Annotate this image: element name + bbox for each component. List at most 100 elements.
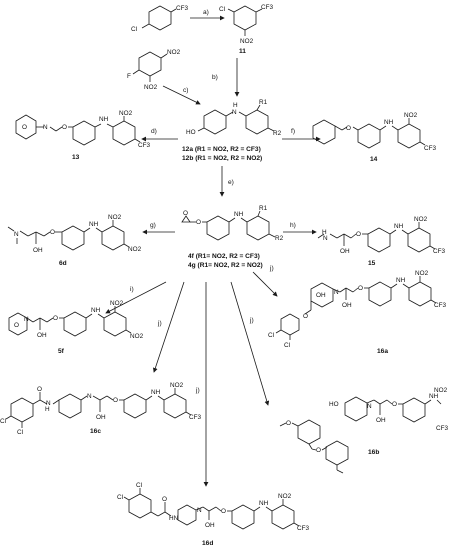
atom-h: H: [233, 102, 238, 109]
reagent-label-e: e): [228, 179, 234, 186]
atom-o: O: [14, 322, 19, 329]
atom-nh: NH: [396, 277, 406, 284]
structure-16d: [123, 488, 300, 530]
arrow-step-c: [162, 85, 201, 105]
atom-h: H: [45, 406, 50, 413]
atom-nh: NH: [91, 307, 101, 314]
reagent-label-c: c): [183, 87, 189, 94]
atom-r2: R2: [273, 130, 282, 137]
atom-no2: NO2: [119, 110, 133, 117]
atom-no2: NO2: [128, 246, 142, 253]
structure-fluoro-dinitrobenzene: [132, 51, 168, 82]
atom-r2: R2: [275, 235, 284, 242]
atom-n: N: [197, 507, 202, 514]
atom-o: O: [221, 508, 226, 515]
compound-label-15: 15: [368, 260, 376, 267]
atom-no2: NO2: [414, 216, 428, 223]
atom-o: O: [356, 231, 361, 238]
atom-o: O: [392, 401, 397, 408]
compound-label-16d: 16d: [202, 540, 213, 547]
structure-4-epoxide: [181, 210, 276, 241]
reagent-label-h: h): [290, 222, 296, 229]
atom-no2: NO2: [144, 84, 158, 91]
structure-13: [15, 114, 141, 146]
atom-oh: OH: [205, 522, 215, 529]
atom-o: O: [50, 229, 55, 236]
atom-cf3: CF3: [189, 414, 202, 421]
atom-nh: NH: [384, 119, 394, 126]
reagent-label-i: i): [130, 286, 134, 293]
atom-r1: R1: [259, 99, 268, 106]
atom-cl: Cl: [136, 482, 142, 489]
atom-cf3: CF3: [261, 4, 274, 11]
atom-r1: R1: [259, 205, 268, 212]
atom-cf3: CF3: [424, 145, 437, 152]
atom-oh: OH: [342, 302, 352, 309]
structure-11: [227, 5, 263, 36]
structure-start-chlorobenzotrifluoride: [141, 5, 177, 31]
atom-cl: Cl: [268, 332, 274, 339]
atom-o: O: [113, 397, 118, 404]
atom-no2: NO2: [434, 387, 448, 394]
atom-oh: OH: [340, 248, 350, 255]
atom-o: O: [286, 420, 291, 427]
reagent-label-g: g): [150, 222, 156, 229]
structure-12: [197, 104, 275, 135]
reagent-label-j: j): [195, 387, 200, 394]
atom-oh: OH: [33, 247, 43, 254]
atom-n: N: [43, 124, 48, 131]
structure-16c: [5, 388, 192, 428]
atom-n: N: [46, 400, 51, 407]
atom-cf3: CF3: [434, 302, 447, 309]
atom-nh: NH: [429, 393, 439, 400]
atom-no2: NO2: [108, 214, 122, 221]
structure-15: [317, 222, 436, 253]
arrow-step-j-16a: [252, 271, 278, 297]
atom-o: O: [162, 496, 167, 503]
atom-no2: NO2: [240, 38, 254, 45]
atom-n: N: [367, 403, 372, 410]
atom-o: O: [22, 124, 27, 131]
compound-label-11: 11: [239, 48, 246, 55]
atom-o: O: [316, 447, 321, 454]
atom-o: O: [303, 313, 308, 320]
structure-16a: [275, 276, 437, 340]
atom-oh: OH: [376, 417, 386, 424]
atom-cl: Cl: [117, 494, 123, 501]
structure-14: [312, 118, 426, 149]
atom-no2: NO2: [167, 49, 181, 56]
atom-cl: Cl: [0, 418, 6, 425]
atom-o: O: [346, 125, 351, 132]
atom-h: H: [322, 229, 327, 236]
reagent-label-j: j): [269, 265, 274, 272]
atom-oh: OH: [316, 292, 326, 299]
atom-no2: NO2: [415, 270, 429, 277]
atom-o: O: [37, 386, 42, 393]
atom-hn: HN: [169, 515, 179, 522]
atom-cf3: CF3: [176, 5, 189, 12]
arrow-step-j-16c: [152, 281, 185, 373]
atom-oh: OH: [37, 332, 47, 339]
atom-o: O: [53, 315, 58, 322]
atom-n: N: [323, 235, 328, 242]
atom-nh: NH: [99, 116, 109, 123]
atom-o: O: [358, 285, 363, 292]
compound-label-6d: 6d: [59, 260, 67, 267]
compound-label-13: 13: [72, 154, 80, 161]
compound-label-16c: 16c: [90, 428, 101, 435]
reagent-label-b: b): [212, 74, 218, 81]
structure-6d: [7, 220, 130, 251]
atom-nh: NH: [394, 223, 404, 230]
atom-nh: NH: [234, 211, 244, 218]
structure-5f: [8, 306, 132, 337]
atom-no2: NO2: [278, 493, 292, 500]
atom-cf3: CF3: [433, 248, 446, 255]
atom-oh: OH: [96, 414, 106, 421]
reagent-label-j: j): [249, 317, 254, 324]
atom-nh: NH: [151, 389, 161, 396]
atom-n: N: [87, 393, 92, 400]
compound-label-5f: 5f: [58, 348, 65, 355]
atom-f: F: [127, 73, 131, 80]
atom-nh: NH: [89, 221, 99, 228]
